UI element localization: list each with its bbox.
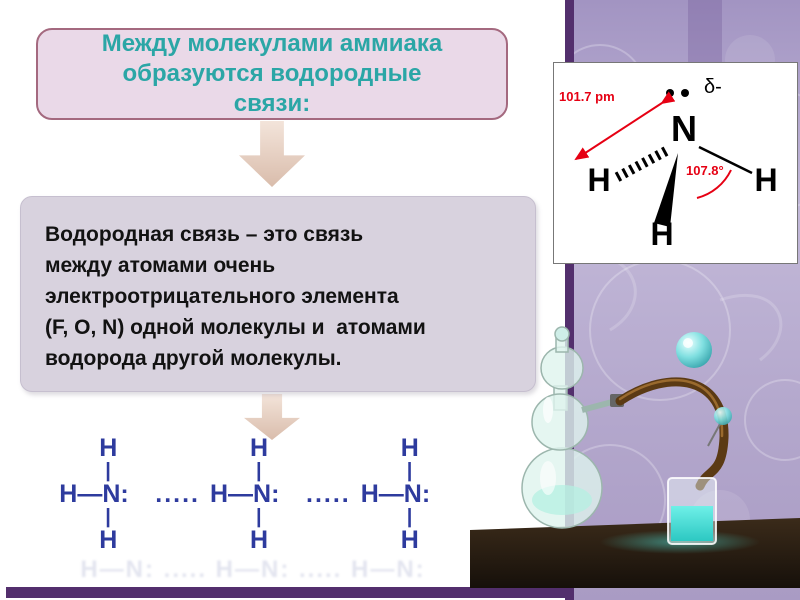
bottom-divider [6, 587, 568, 598]
bond-length-label: 101.7 pm [559, 89, 615, 104]
lone-pair-dots [666, 89, 689, 97]
definition-line-1: Водородная связь – это связь [45, 223, 364, 246]
title-box: Между молекулами аммиака образуются водо… [36, 28, 508, 120]
definition-line-5: водорода другой молекулы. [45, 347, 342, 370]
molecule-formula: H—N: [59, 480, 129, 508]
nitrogen-label: N [671, 108, 697, 149]
lab-table [470, 518, 800, 588]
hydrogen-bottom-label: H [650, 216, 673, 252]
hydrogen-left-label: H [587, 162, 610, 198]
glass-sphere [676, 332, 712, 368]
ammonia-molecule: H | H—N: | H [360, 434, 447, 554]
hydrogen-bottom-label: H [250, 526, 269, 554]
hydrogen-bond-dots: ..... [306, 480, 351, 508]
molecule-formula: H—N: [360, 480, 431, 508]
delta-charge-label: δ- [704, 76, 722, 98]
lab-apparatus-photo [470, 326, 800, 588]
definition-line-2: между атомами очень [45, 254, 276, 277]
hashed-bond [611, 146, 669, 184]
vertical-divider [565, 0, 574, 600]
vertical-bond: | [256, 506, 262, 528]
beaker [667, 477, 717, 545]
chain-reflection: H—N: ..... H—N: ..... H—N: [80, 556, 426, 583]
hydrogen-bond-chain-diagram: H | H—N: | H ..... H | H—N: | H ..... H … [28, 434, 478, 554]
ammonia-structure-svg: N δ- H H H 101.7 pm 107.8° [559, 76, 778, 252]
ammonia-molecule: H | H—N: | H [59, 434, 145, 554]
title-line-3: связи: [233, 90, 311, 117]
hydrogen-top-label: H [400, 434, 419, 462]
hydrogen-bond-dots: ..... [155, 480, 200, 508]
molecule-formula: H—N: [210, 480, 280, 508]
hydrogen-bottom-label: H [99, 526, 118, 554]
plain-bond [698, 145, 753, 175]
bond-angle-arc [696, 169, 732, 199]
title-line-1: Между молекулами аммиака [101, 30, 443, 57]
small-ball-rod [707, 407, 732, 447]
bond-length-arrow [574, 91, 676, 161]
wedge-bond [654, 153, 678, 227]
vertical-bond: | [105, 506, 111, 528]
vertical-bond: | [406, 506, 413, 528]
ammonia-molecule: H | H—N: | H [210, 434, 296, 554]
title-line-2: образуются водородные [122, 60, 422, 87]
bond-angle-label: 107.8° [686, 163, 724, 178]
vertical-bond: | [406, 460, 413, 482]
definition-line-3: электроотрицательного элемента [45, 285, 399, 308]
hydrogen-top-label: H [99, 434, 118, 462]
ammonia-structure-panel: N δ- H H H 101.7 pm 107.8° [553, 62, 798, 264]
definition-line-4: (F, O, N) одной молекулы и атомами [45, 316, 426, 339]
rubber-tube [615, 377, 729, 491]
hydrogen-bottom-label: H [400, 526, 419, 554]
hydrogen-top-label: H [250, 434, 269, 462]
down-arrow-icon [239, 121, 305, 187]
definition-box: Водородная связь – это связь между атома… [20, 196, 536, 392]
vertical-bond: | [105, 460, 111, 482]
vertical-bond: | [256, 460, 262, 482]
gas-apparatus [521, 326, 624, 529]
hydrogen-right-label: H [754, 162, 777, 198]
beaker-liquid [671, 506, 713, 541]
